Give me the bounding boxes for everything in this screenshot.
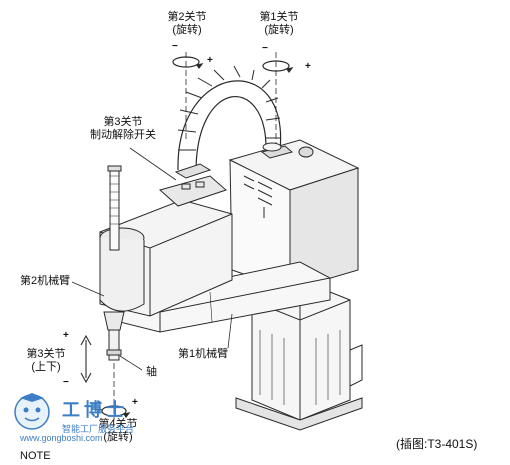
arm1-label: 第1机械臂 (178, 348, 229, 360)
joint1-label: 第1关节 (旋转) (250, 11, 308, 37)
joint3-minus-sign: − (63, 377, 69, 388)
joint2-plus-sign: + (207, 55, 213, 66)
watermark-url: www.gongboshi.com (20, 433, 103, 443)
joint4-title: 第4关节 (98, 418, 138, 430)
brake-release-line2: 制动解除开关 (90, 129, 156, 141)
brake-release-line1: 第3关节 (103, 116, 143, 128)
leader-lines (71, 147, 233, 371)
joint3-label: 第3关节 (上下) (20, 348, 72, 374)
joint2-subtitle: (旋转) (172, 24, 202, 36)
watermark-brand: 工博士 (62, 400, 128, 420)
updown-arrow-joint3 (80, 334, 92, 384)
joint3-subtitle: (上下) (31, 361, 61, 373)
rotation-arrow-joint4 (101, 405, 131, 419)
ball-screw-shaft (103, 165, 125, 361)
watermark-mascot-icon (14, 393, 50, 430)
note-label: NOTE (20, 450, 51, 462)
joint2-title: 第2关节 (167, 11, 207, 23)
base-pedestal (235, 279, 363, 431)
joint4-plus-sign: + (132, 397, 138, 408)
joint4-subtitle: (旋转) (103, 431, 133, 443)
joint4-minus-sign: − (96, 405, 102, 416)
cable-duct (177, 65, 282, 173)
joint2-label: 第2关节 (旋转) (158, 11, 216, 37)
shaft-label: 轴 (146, 366, 157, 378)
joint1-plus-sign: + (305, 61, 311, 72)
rotation-arrow-joint1 (262, 60, 294, 74)
joint3-plus-sign: + (63, 330, 69, 341)
joint2-minus-sign: − (172, 41, 178, 52)
joint1-minus-sign: − (262, 43, 268, 54)
joint1-title: 第1关节 (259, 11, 299, 23)
joint4-label: 第4关节 (旋转) (92, 418, 144, 444)
arm2-label: 第2机械臂 (20, 275, 71, 287)
joint3-title: 第3关节 (26, 348, 66, 360)
figure-id: (插图:T3-401S) (396, 437, 478, 451)
brake-release-label: 第3关节 制动解除开关 (80, 116, 166, 142)
watermark-tagline: 智能工厂服务平台 (62, 424, 135, 434)
joint1-subtitle: (旋转) (264, 24, 294, 36)
rotation-arrow-joint2 (172, 56, 204, 70)
